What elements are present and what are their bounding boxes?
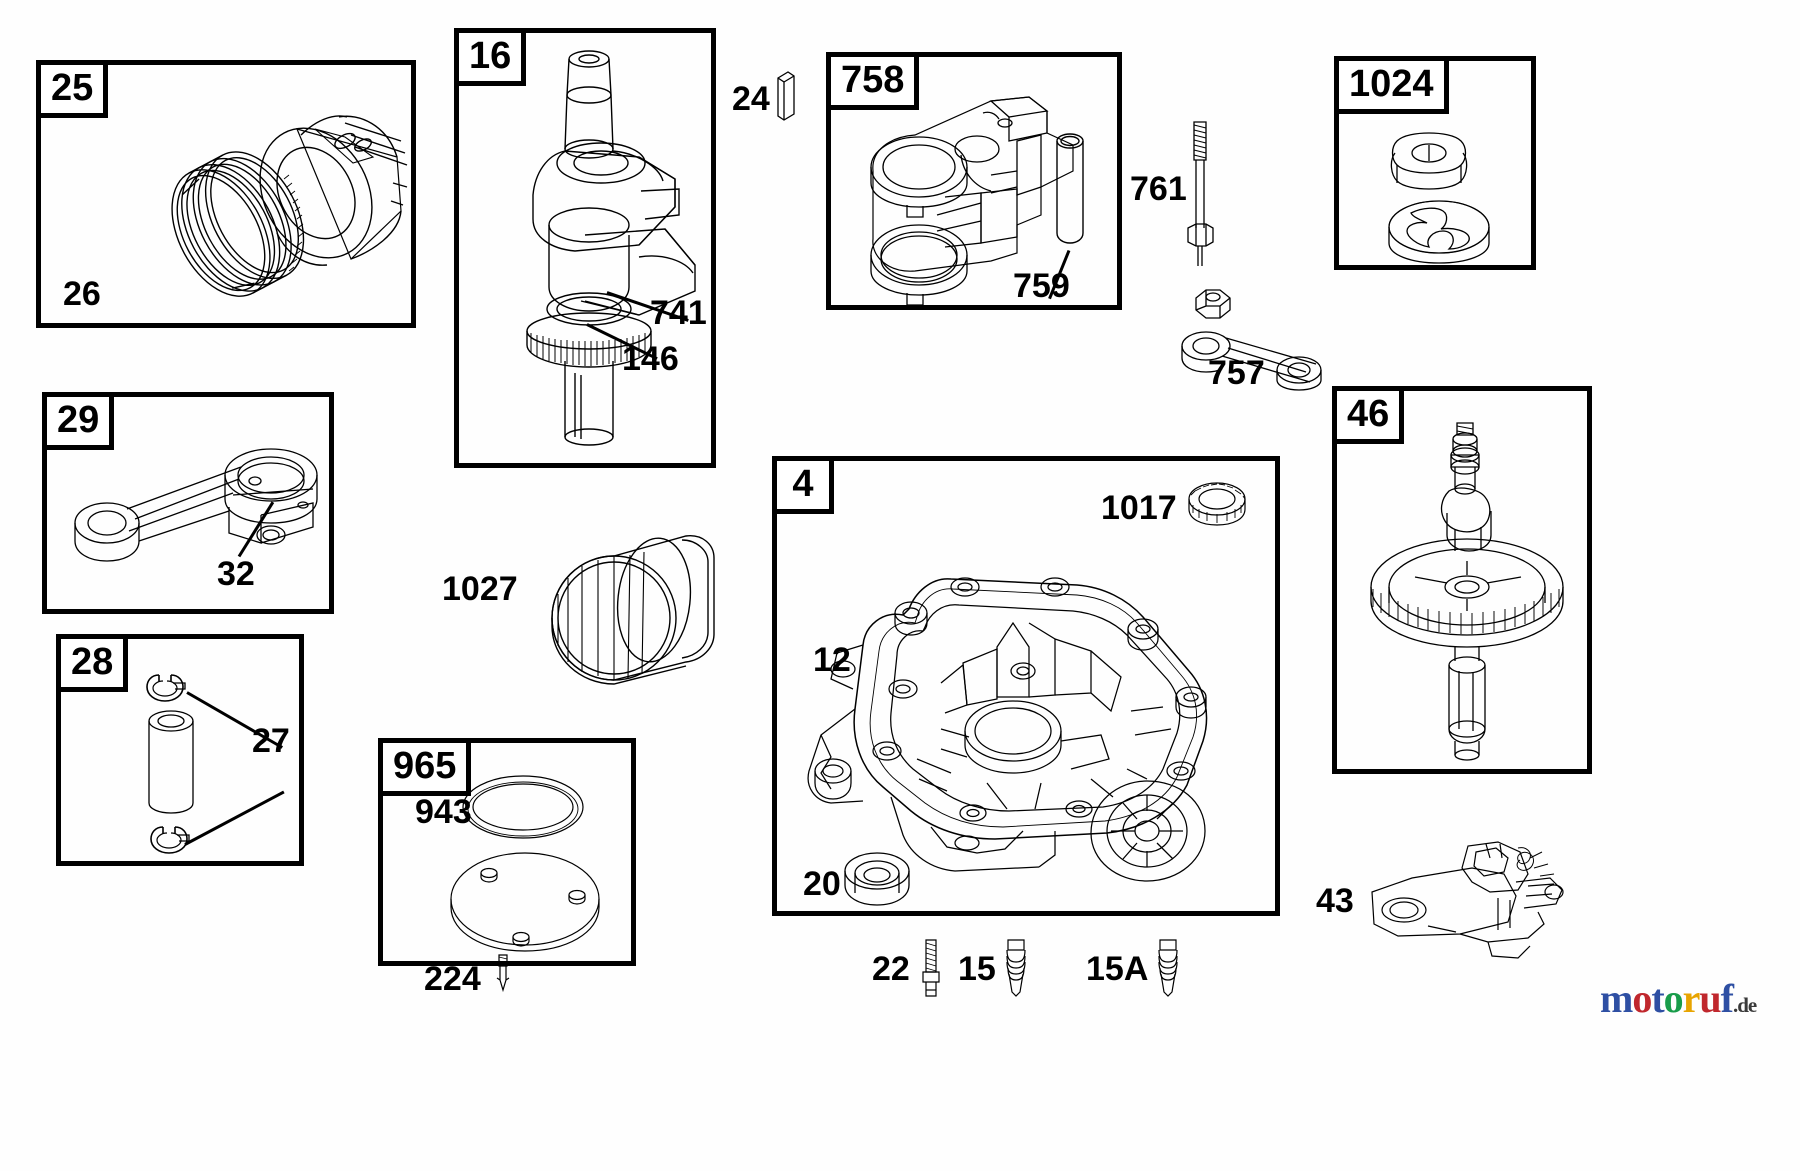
panel-connecting-rod: 29 (42, 392, 334, 614)
oil-pump-rotor-artwork (1381, 127, 1501, 267)
plug-15a-artwork (1152, 938, 1184, 1000)
panel-piston: 25 (36, 60, 416, 328)
panel-tag-965: 965 (378, 738, 472, 796)
panel-tag-16: 16 (454, 28, 527, 86)
callout-761: 761 (1130, 170, 1187, 208)
housing-artwork (841, 75, 1121, 303)
watermark-suffix: .de (1733, 993, 1757, 1017)
panel-gasket-set: 965 943 (378, 738, 636, 966)
connecting-rod-artwork (65, 423, 337, 603)
bolt-761-artwork (1182, 112, 1218, 272)
panel-tag-46: 46 (1332, 386, 1405, 444)
panel-tag-1024: 1024 (1334, 56, 1449, 114)
panel-tag-758: 758 (826, 52, 920, 110)
callout-24: 24 (732, 80, 770, 118)
callout-759: 759 (1013, 267, 1070, 305)
panel-camshaft: 46 (1332, 386, 1592, 774)
callout-20: 20 (803, 865, 841, 903)
bushing-20-artwork (839, 849, 915, 911)
governor-bracket-43-artwork (1368, 838, 1568, 968)
callout-43: 43 (1316, 882, 1354, 920)
callout-1017: 1017 (1101, 489, 1177, 527)
watermark-letter-r: r (1682, 976, 1701, 1021)
callout-943: 943 (415, 793, 472, 831)
panel-oil-pan-housing: 758 (826, 52, 1122, 310)
panel-engine-sump: 4 (772, 456, 1280, 916)
oil-filter-1027-artwork (536, 522, 726, 692)
watermark-letter-u: u (1699, 976, 1721, 1021)
callout-12: 12 (813, 641, 851, 679)
flywheel-key-artwork (770, 68, 800, 124)
callout-15: 15 (958, 950, 996, 988)
callout-146: 146 (622, 340, 679, 378)
panel-crankshaft: 16 (454, 28, 716, 468)
watermark-letter-t: t (1651, 976, 1664, 1021)
oil-seal-1017-artwork (1185, 479, 1249, 531)
callout-1027: 1027 (442, 570, 518, 608)
panel-tag-28: 28 (56, 634, 129, 692)
callout-26: 26 (63, 275, 101, 313)
panel-piston-pin: 28 (56, 634, 304, 866)
panel-oil-pump-rotor: 1024 (1334, 56, 1536, 270)
callout-224: 224 (424, 960, 481, 998)
watermark-letter-o2: o (1663, 976, 1684, 1021)
callout-741: 741 (650, 294, 707, 332)
o-ring-943-artwork (459, 771, 589, 843)
callout-27: 27 (252, 722, 290, 760)
bolt-22-artwork (918, 938, 944, 1000)
motoruf-watermark: motoruf.de (1600, 975, 1757, 1022)
nut-761-artwork (1190, 286, 1234, 326)
piston-artwork (101, 83, 421, 313)
screw-224-artwork (492, 952, 514, 996)
watermark-letter-o1: o (1632, 976, 1652, 1021)
cover-plate-artwork (445, 847, 605, 959)
callout-22: 22 (872, 950, 910, 988)
plug-15-artwork (1000, 938, 1032, 1000)
link-757-artwork (1178, 328, 1328, 390)
callout-757: 757 (1208, 354, 1265, 392)
callout-15A: 15A (1086, 950, 1149, 988)
panel-tag-4: 4 (772, 456, 834, 514)
panel-tag-29: 29 (42, 392, 115, 450)
camshaft-artwork (1355, 411, 1581, 767)
crankshaft-artwork (489, 39, 709, 471)
piston-pin-artwork (145, 659, 225, 859)
watermark-letter-m: m (1600, 976, 1633, 1021)
dowel-pin-759-artwork (1053, 129, 1087, 253)
panel-tag-25: 25 (36, 60, 109, 118)
watermark-letter-f: f (1720, 976, 1734, 1021)
callout-32: 32 (217, 555, 255, 593)
engine-sump-artwork (791, 483, 1271, 903)
